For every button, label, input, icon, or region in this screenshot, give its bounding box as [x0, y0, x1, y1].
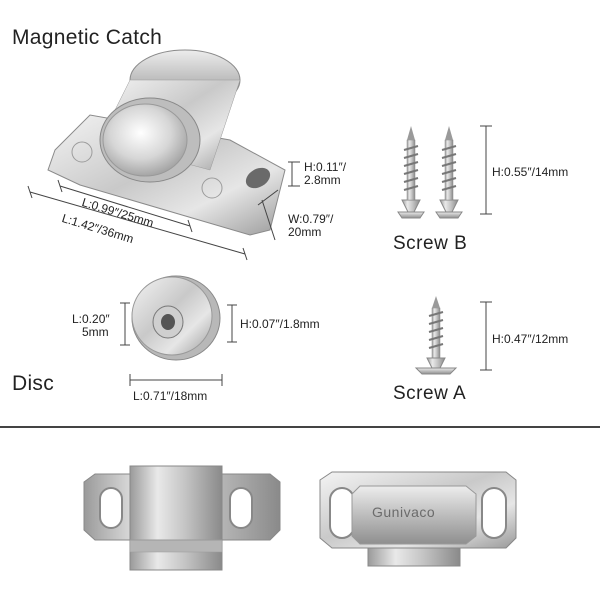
- disc-title: Disc: [12, 372, 55, 395]
- screw-a-title: Screw A: [393, 383, 467, 404]
- catch-back-view-image: [83, 465, 281, 571]
- catch-height-label: H:0.11″/: [304, 160, 347, 174]
- screw-b-title: Screw B: [393, 233, 468, 254]
- section-divider: [0, 426, 600, 428]
- catch-width-label: W:0.79″/: [288, 212, 334, 226]
- strike-plate-image: [319, 471, 517, 567]
- disc-height-label: H:0.07″/1.8mm: [240, 317, 320, 331]
- catch-width-mm-label: 20mm: [288, 225, 322, 239]
- disc-length-label: L:0.71″/18mm: [133, 389, 208, 403]
- screw-b-height-label: H:0.55″/14mm: [492, 165, 569, 179]
- screw-a-height-label: H:0.47″/12mm: [492, 332, 569, 346]
- magnetic-catch-title: Magnetic Catch: [12, 26, 163, 49]
- magnetic-catch-image: [27, 49, 300, 261]
- disc-image: [120, 275, 237, 386]
- disc-left-mm-label: 5mm: [82, 325, 109, 339]
- screw-b-image: [397, 125, 492, 219]
- screw-a-image: [414, 296, 492, 375]
- disc-left-label: L:0.20″: [72, 312, 110, 326]
- catch-height-mm-label: 2.8mm: [304, 173, 341, 187]
- brand-engraving: Gunivaco: [372, 504, 436, 520]
